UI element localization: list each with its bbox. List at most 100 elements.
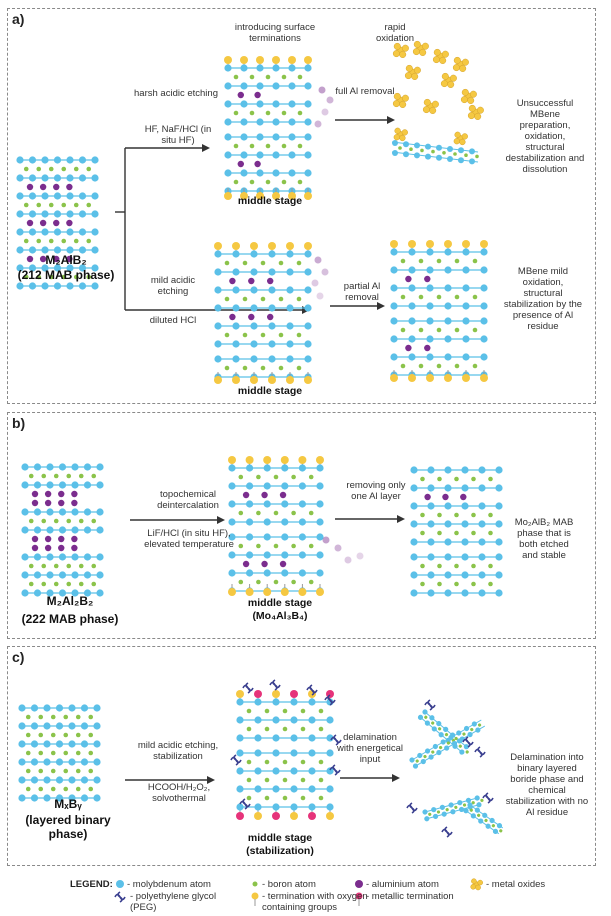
- mo-atom: [58, 526, 67, 534]
- panel-c-compound: MₓBᵧ: [54, 797, 82, 811]
- boron-atom: [475, 154, 479, 159]
- oxygen-termination: [390, 374, 398, 382]
- mo-atom: [444, 520, 452, 528]
- mo-atom: [236, 734, 244, 742]
- metal-oxide-particle: [476, 106, 484, 114]
- rapid-oxide-1: [412, 40, 429, 56]
- mo-atom: [478, 484, 486, 492]
- al-atom: [442, 493, 449, 501]
- metal-oxide-particle: [423, 98, 431, 106]
- panel-b-label: b): [12, 415, 26, 431]
- al-atom: [229, 277, 236, 285]
- mo-atom: [30, 758, 39, 766]
- mo-atom: [458, 157, 464, 164]
- mo-atom: [58, 571, 67, 579]
- mo-atom: [21, 589, 29, 597]
- al-atom: [279, 491, 287, 499]
- mo-atom: [427, 502, 435, 510]
- mo-atom: [478, 818, 484, 824]
- mo-atom: [66, 264, 74, 272]
- mo-atom: [83, 553, 92, 561]
- mo-atom: [281, 500, 289, 508]
- al-atom: [39, 183, 47, 191]
- boron-atom: [53, 473, 59, 479]
- mo-atom: [414, 152, 420, 159]
- mo-atom: [91, 282, 99, 290]
- topochemical-label: topochemical deintercalation: [157, 489, 219, 511]
- boron-atom: [88, 768, 94, 774]
- boron-atom: [454, 563, 459, 569]
- legend-al-icon: [355, 880, 363, 888]
- mo-atom: [495, 466, 503, 474]
- mo-atom: [93, 740, 101, 748]
- mo-atom: [414, 142, 420, 149]
- boron-atom: [260, 365, 266, 371]
- oxygen-termination: [228, 456, 236, 464]
- panel-c-stage-sub: (stabilization): [246, 845, 314, 857]
- boron-atom: [256, 510, 261, 516]
- boron-atom: [454, 327, 460, 333]
- mo-atom: [53, 246, 62, 254]
- oxygen-termination: [263, 588, 272, 596]
- boron-atom: [224, 365, 230, 371]
- mo-atom: [461, 553, 469, 561]
- boron-atom: [308, 510, 314, 516]
- oxygen-termination: [240, 56, 248, 64]
- full-al-removal-label: full Al removal: [335, 86, 395, 97]
- mo-atom: [71, 508, 79, 516]
- oxygen-termination: [444, 374, 452, 382]
- boron-atom: [36, 238, 42, 244]
- mo-atom: [43, 722, 51, 730]
- mo-atom: [458, 806, 465, 813]
- b-mid-terminations-bottom: [228, 584, 324, 596]
- mo-atom: [268, 355, 276, 363]
- boron-atom: [233, 110, 239, 116]
- mo-atom: [426, 302, 434, 310]
- panel-a-label: a): [12, 11, 25, 27]
- panel-a: a): [7, 8, 596, 404]
- metal-oxide-particle: [433, 48, 441, 56]
- mo-atom: [290, 716, 298, 724]
- boron-atom: [264, 708, 270, 714]
- mo-atom: [21, 508, 29, 516]
- mo-atom: [288, 133, 296, 141]
- mo-atom: [286, 304, 294, 312]
- fragment-oxide-a: [393, 127, 408, 142]
- mo-atom: [28, 246, 37, 254]
- mo-atom: [288, 151, 296, 159]
- panel-b-arrow-2: [335, 515, 405, 523]
- legend-boron: - boron atom: [262, 879, 316, 890]
- mo-atom: [427, 538, 435, 546]
- boron-atom: [78, 473, 84, 479]
- mo-atom: [408, 248, 416, 256]
- mo-atom: [480, 335, 488, 343]
- boron-atom: [265, 143, 271, 149]
- mo-atom: [71, 526, 79, 534]
- mo-atom: [444, 266, 452, 274]
- mo-atom: [290, 803, 298, 811]
- mo-atom: [21, 463, 29, 471]
- oxygen-termination: [304, 192, 312, 200]
- rapid-oxide-3: [452, 56, 469, 72]
- boron-atom: [63, 750, 69, 756]
- boron-atom: [400, 363, 406, 369]
- boron-atom: [462, 732, 466, 736]
- boron-atom: [38, 768, 44, 774]
- mo-atom: [41, 246, 49, 254]
- oxygen-termination: [480, 374, 488, 382]
- mo-atom: [440, 739, 446, 745]
- mo-atom: [463, 744, 469, 750]
- mo-atom: [304, 169, 312, 177]
- mo-atom: [436, 720, 442, 727]
- a-top-terminations-top: [224, 56, 312, 68]
- c-peg-1: [269, 679, 281, 691]
- legend-oxygen-termination: - termination with oxygen containing gro…: [262, 891, 368, 913]
- c-peg-7: [239, 798, 251, 810]
- panel-b: b): [7, 412, 596, 639]
- leaving-al-atom: [326, 96, 334, 104]
- mo-atom: [33, 508, 42, 516]
- mo-atom: [93, 704, 101, 712]
- mo-atom: [41, 192, 49, 200]
- mo-atom: [228, 500, 236, 508]
- mo-atom: [480, 317, 488, 325]
